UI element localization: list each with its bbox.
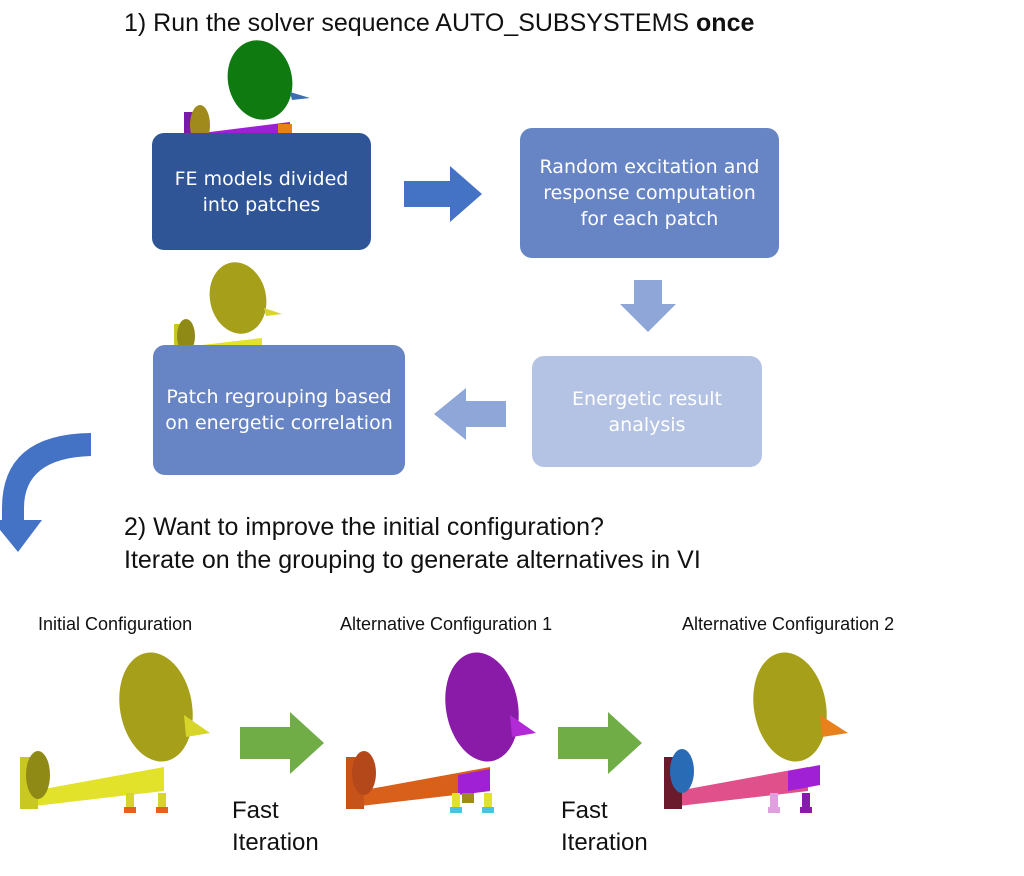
iteration-word-1: Iteration	[232, 829, 319, 856]
regrouping-box: Patch regrouping based on energetic corre…	[153, 345, 405, 475]
random-excitation-line1: Random excitation and	[539, 156, 760, 178]
fe-models-box: FE models divided into patches	[152, 133, 371, 250]
fast-word-1: Fast	[232, 797, 279, 824]
iteration-word-2: Iteration	[561, 829, 648, 856]
energetic-analysis-line1: Energetic result	[572, 387, 722, 410]
random-excitation-line3: for each patch	[580, 208, 719, 230]
fast-iteration-arrow-1-icon	[240, 712, 324, 774]
fe-models-line1: FE models divided	[174, 167, 349, 190]
fast-iteration-arrow-2-icon	[558, 712, 642, 774]
fe-models-line2: into patches	[202, 193, 321, 216]
arrow-right-icon	[404, 166, 482, 222]
initial-config-model	[20, 652, 210, 813]
regrouping-line1: Patch regrouping based	[166, 386, 392, 408]
alt-config-1-label: Alternative Configuration 1	[340, 614, 553, 634]
curved-arrow-icon	[0, 433, 91, 552]
energetic-analysis-box: Energetic result analysis	[532, 356, 762, 467]
alt-config-2-label: Alternative Configuration 2	[682, 614, 895, 634]
random-excitation-box: Random excitation and response computatio…	[520, 128, 779, 258]
random-excitation-line2: response computation	[543, 182, 756, 204]
arrow-down-icon	[620, 280, 676, 332]
alt-config-2-model	[664, 652, 848, 813]
step1-text: 1) Run the solver sequence AUTO_SUBSYSTE…	[124, 9, 697, 37]
step1-emphasis: once	[696, 9, 755, 37]
fast-iteration-label-2: Fast Iteration	[561, 795, 648, 859]
fast-iteration-label-1: Fast Iteration	[232, 795, 319, 859]
fast-word-2: Fast	[561, 797, 608, 824]
step2-line2: Iterate on the grouping to generate alte…	[124, 546, 701, 574]
regrouping-line2: on energetic correlation	[165, 412, 393, 434]
initial-config-label: Initial Configuration	[38, 614, 193, 634]
alt-config-1-model	[346, 652, 536, 813]
arrow-left-icon	[434, 388, 506, 440]
energetic-analysis-line2: analysis	[608, 413, 686, 436]
step2-line1: 2) Want to improve the initial configura…	[124, 513, 604, 541]
step1-heading: 1) Run the solver sequence AUTO_SUBSYSTE…	[124, 6, 754, 40]
